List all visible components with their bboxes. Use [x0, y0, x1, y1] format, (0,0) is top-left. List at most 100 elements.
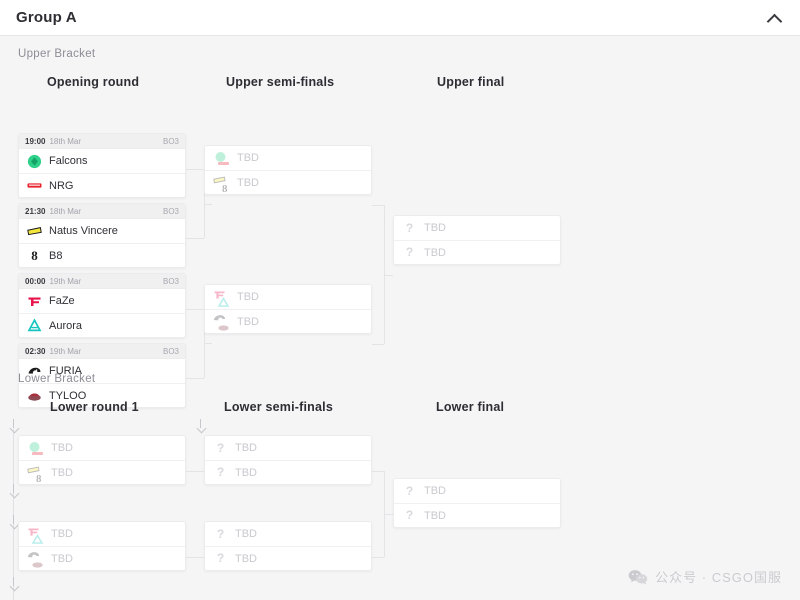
round-title-lower-round-1: Lower round 1 [50, 400, 139, 414]
team-row[interactable]: Falcons [19, 149, 185, 173]
team-row[interactable]: ? TBD [394, 240, 560, 264]
bracket-body: Upper Bracket Opening round Upper semi-f… [0, 37, 800, 600]
match-time: 19:00 [25, 136, 46, 146]
connector [186, 557, 204, 558]
drop-arrow-icon [9, 577, 18, 590]
team-row[interactable]: TBD [205, 146, 371, 170]
team-name: TBD [235, 442, 257, 454]
connector [186, 238, 204, 239]
team-row[interactable]: NRG [19, 173, 185, 197]
team-row[interactable]: Natus Vincere [19, 219, 185, 243]
watermark: 公众号 · CSGO国服 [628, 567, 782, 586]
team-row[interactable]: TYLOO [19, 383, 185, 407]
match-card[interactable]: TBD TBD [204, 284, 372, 334]
team-name: FaZe [49, 295, 75, 307]
lower-bracket-label: Lower Bracket [18, 373, 96, 385]
match-time: 21:30 [25, 206, 46, 216]
match-card[interactable]: TBD 8 TBD [204, 145, 372, 195]
team-row[interactable]: ? TBD [205, 546, 371, 570]
team-row[interactable]: TBD [19, 522, 185, 546]
team-row[interactable]: ? TBD [205, 522, 371, 546]
drop-arrow-icon [9, 484, 18, 497]
drop-arrow-icon [9, 515, 18, 528]
match-header: 02:30 19th Mar BO3 [19, 344, 185, 359]
round-title-upper-final: Upper final [437, 75, 505, 89]
team-row[interactable]: ? TBD [205, 436, 371, 460]
page-title: Group A [16, 9, 77, 26]
connector [372, 205, 384, 206]
team-row[interactable]: TBD [205, 309, 371, 333]
team-name: TBD [51, 442, 73, 454]
round-title-opening-round: Opening round [47, 75, 140, 89]
drop-arrow-icon [9, 419, 18, 432]
question-mark-icon: ? [405, 483, 414, 498]
connector [204, 204, 212, 205]
connector [384, 514, 393, 515]
match-card[interactable]: ? TBD ? TBD [393, 478, 561, 528]
match-time: 02:30 [25, 346, 46, 356]
match-format: BO3 [162, 136, 179, 146]
team-name: TBD [235, 466, 257, 479]
b8-logo: 8 [27, 248, 42, 263]
wechat-icon [628, 569, 648, 585]
team-row[interactable]: TBD [19, 436, 185, 460]
match-card[interactable]: 02:30 19th Mar BO3 FURIA TYLOO [18, 343, 186, 408]
round-title-lower-semi-finals: Lower semi-finals [224, 400, 333, 414]
watermark-text: 公众号 · CSGO国服 [655, 570, 782, 585]
match-card[interactable]: 19:00 18th Mar BO3 Falcons NRG [18, 133, 186, 198]
match-format: BO3 [162, 276, 179, 286]
team-row[interactable]: ? TBD [394, 216, 560, 240]
team-row[interactable]: ? TBD [394, 503, 560, 527]
team-row[interactable]: 8 B8 [19, 243, 185, 267]
team-name: Natus Vincere [49, 225, 118, 237]
nrg-logo [27, 178, 42, 193]
furia-logo [27, 364, 42, 379]
svg-text:8: 8 [36, 473, 42, 483]
team-name: Aurora [49, 319, 83, 332]
team-row[interactable]: Aurora [19, 313, 185, 337]
match-card[interactable]: TBD TBD [18, 521, 186, 571]
chevron-up-icon[interactable] [766, 9, 784, 27]
team-row[interactable]: ? TBD [394, 479, 560, 503]
navi-logo [27, 224, 42, 239]
connector [186, 169, 204, 170]
match-header: 00:00 19th Mar BO3 [19, 274, 185, 289]
match-card[interactable]: ? TBD ? TBD [204, 521, 372, 571]
team-row[interactable]: TBD [205, 285, 371, 309]
team-name: TBD [237, 152, 259, 164]
team-name: FURIA [49, 365, 82, 377]
team-row[interactable]: 8 TBD [205, 170, 371, 194]
match-header: 19:00 18th Mar BO3 [19, 134, 185, 149]
falcons-nrg-placeholder-logo [27, 441, 44, 456]
match-card[interactable]: ? TBD ? TBD [393, 215, 561, 265]
question-mark-icon: ? [405, 220, 414, 235]
faze-logo [27, 294, 42, 309]
team-row[interactable]: 8 TBD [19, 460, 185, 484]
team-name: B8 [49, 249, 63, 262]
team-name: NRG [49, 179, 74, 192]
match-card[interactable]: 00:00 19th Mar BO3 FaZe Aurora [18, 273, 186, 338]
team-row[interactable]: ? TBD [205, 460, 371, 484]
connector [372, 471, 384, 472]
match-time: 00:00 [25, 276, 46, 286]
match-card[interactable]: 21:30 18th Mar BO3 Natus Vincere 8 B8 [18, 203, 186, 268]
round-title-lower-final: Lower final [436, 400, 505, 414]
team-row[interactable]: FaZe [19, 289, 185, 313]
question-mark-icon: ? [216, 440, 225, 455]
faze-aurora-placeholder-logo [213, 290, 230, 307]
navi-b8-placeholder-logo: 8 [27, 465, 44, 483]
drop-arrow-icon [196, 419, 205, 432]
round-title-upper-semi-finals: Upper semi-finals [226, 75, 335, 89]
connector [186, 309, 204, 310]
team-row[interactable]: TBD [19, 546, 185, 570]
team-name: TBD [424, 246, 446, 259]
match-card[interactable]: TBD 8 TBD [18, 435, 186, 485]
team-name: TBD [237, 176, 259, 189]
team-row[interactable]: FURIA [19, 359, 185, 383]
question-mark-icon: ? [216, 526, 225, 541]
svg-text:8: 8 [31, 248, 38, 263]
team-name: TBD [235, 528, 257, 540]
connector [186, 378, 204, 379]
match-card[interactable]: ? TBD ? TBD [204, 435, 372, 485]
furia-tyloo-placeholder-logo [213, 314, 230, 331]
